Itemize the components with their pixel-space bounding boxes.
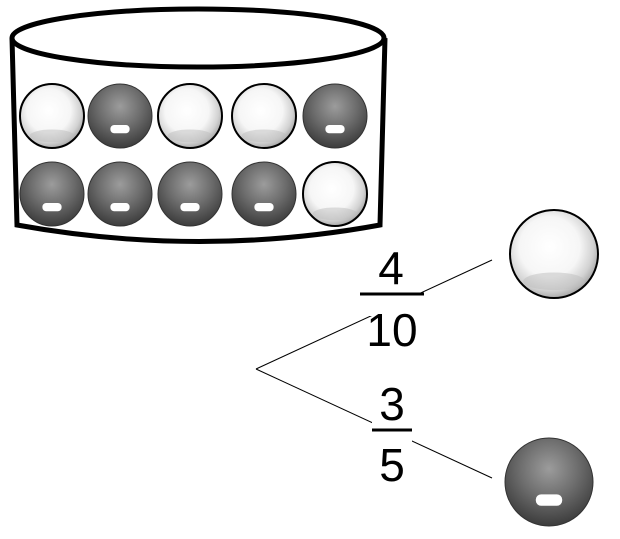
marble-highlight [325,124,345,134]
marble-shading [167,129,213,143]
jar-marble-white [302,161,368,227]
upper-branch-fraction: 4 10 [360,242,424,356]
jar [9,6,388,244]
jar-marble-gray [302,83,368,149]
jar-marble-white [19,83,85,149]
lower-outcome-marble [504,437,594,527]
jar-body [9,37,388,244]
jar-marble-white [231,83,297,149]
jar-marble-gray [19,161,85,227]
marble-highlight [254,202,274,212]
marble-shading [29,129,75,143]
marble-highlight [110,202,130,212]
outcome-marble-white [509,209,599,299]
lower-numerator: 3 [379,378,405,430]
jar-marble-gray [231,161,297,227]
jar-marbles [19,83,368,227]
marble-highlight [42,202,62,212]
upper-outcome-marble [509,209,599,299]
upper-denominator: 10 [366,304,417,356]
lower-branch-fraction: 3 5 [372,378,412,491]
jar-marble-white [157,83,223,149]
marble-highlight [535,494,563,506]
marble-highlight [110,124,130,134]
marble-shading [241,129,287,143]
jar-marble-gray [87,83,153,149]
marble-shading [312,207,358,221]
upper-numerator: 4 [378,242,404,294]
lower-denominator: 5 [379,439,405,491]
jar-marble-gray [87,161,153,227]
jar-marble-gray [157,161,223,227]
marble-highlight [180,202,200,212]
jar-rim [9,6,387,70]
marble-shading [523,272,585,291]
outcome-marble-gray [504,437,594,527]
